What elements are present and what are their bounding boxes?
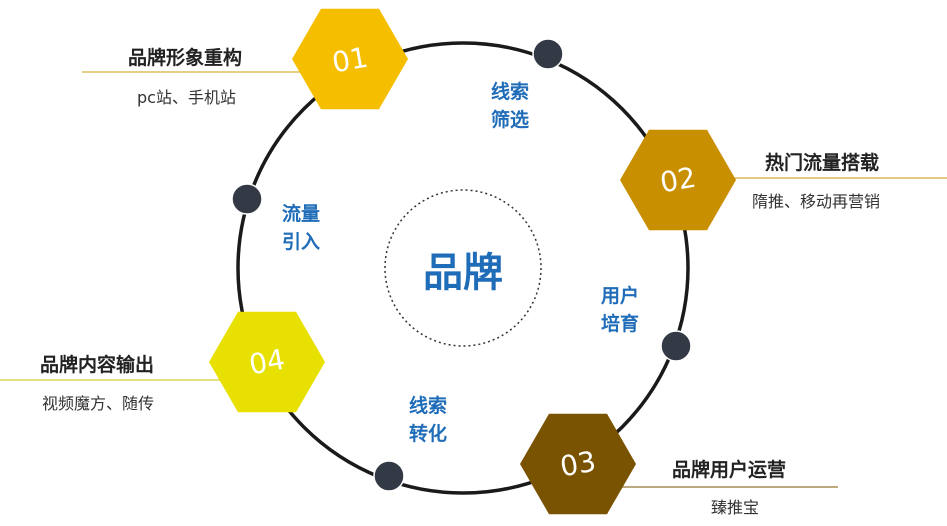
step-01-title: 品牌形象重构 bbox=[128, 47, 243, 69]
step-01-number: 01 bbox=[330, 41, 371, 80]
stage-label-line: 流量 bbox=[281, 203, 320, 225]
stage-label-line: 线索 bbox=[490, 81, 529, 103]
center-label: 品牌 bbox=[423, 250, 503, 296]
ring-node bbox=[373, 460, 405, 492]
step-02-subtitle: 隋推、移动再营销 bbox=[752, 192, 881, 211]
stage-label-line: 引入 bbox=[281, 231, 320, 253]
ring-node bbox=[532, 38, 564, 70]
step-04-number: 04 bbox=[247, 343, 288, 382]
step-03-subtitle: 臻推宝 bbox=[711, 498, 760, 517]
stage-label-line: 转化 bbox=[408, 423, 447, 445]
step-04-subtitle: 视频魔方、随传 bbox=[42, 394, 155, 413]
stage-label-traffic: 流量 引入 bbox=[271, 200, 331, 256]
cycle-ring bbox=[236, 41, 690, 495]
step-01-hexagon bbox=[292, 8, 408, 110]
step-03-title: 品牌用户运营 bbox=[672, 459, 787, 481]
stage-label-screening: 线索 筛选 bbox=[480, 78, 540, 134]
stage-label-nurture: 用户 培育 bbox=[590, 282, 650, 338]
center-circle bbox=[384, 189, 542, 347]
step-03-number: 03 bbox=[558, 445, 599, 484]
stage-label-line: 用户 bbox=[600, 285, 639, 307]
step-04-hexagon bbox=[209, 311, 325, 413]
step-04-title: 品牌内容输出 bbox=[40, 354, 155, 376]
step-02-hexagon bbox=[620, 129, 736, 231]
step-02-number: 02 bbox=[658, 161, 699, 200]
step-01-subtitle: pc站、手机站 bbox=[137, 88, 236, 107]
stage-label-line: 培育 bbox=[600, 313, 639, 335]
stage-label-line: 线索 bbox=[408, 395, 447, 417]
stage-label-line: 筛选 bbox=[490, 109, 529, 131]
ring-node bbox=[231, 183, 263, 215]
ring-node bbox=[660, 330, 692, 362]
stage-label-conversion: 线索 转化 bbox=[398, 392, 458, 448]
step-03-hexagon bbox=[520, 413, 636, 515]
step-02-title: 热门流量搭载 bbox=[765, 152, 880, 174]
